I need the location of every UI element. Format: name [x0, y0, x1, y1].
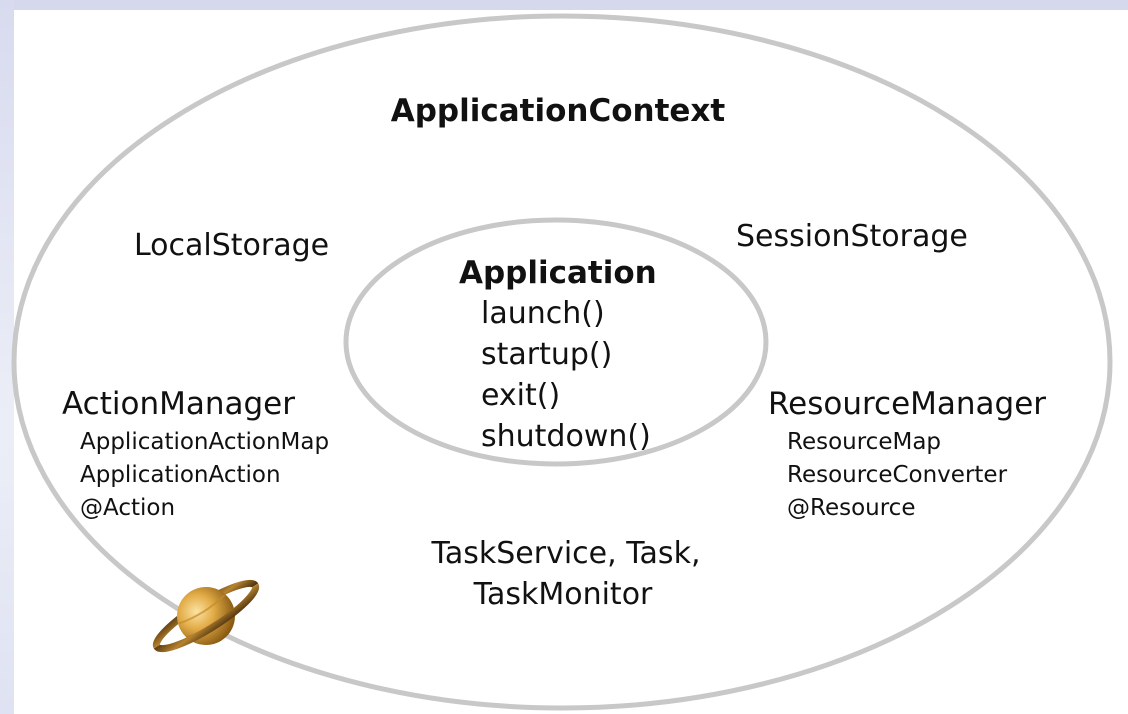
- resource-manager-title: ResourceManager: [768, 386, 1046, 422]
- top-border-band: [0, 0, 1128, 10]
- application-context-title: ApplicationContext: [391, 93, 726, 129]
- left-border-band: [0, 0, 14, 714]
- application-method: shutdown(): [481, 419, 651, 454]
- resource-manager-item: ResourceMap: [787, 429, 941, 455]
- action-manager-item: @Action: [80, 495, 175, 521]
- action-manager-title: ActionManager: [62, 386, 295, 422]
- application-ellipse: [343, 217, 769, 467]
- application-method: startup(): [481, 337, 612, 372]
- task-service-line: TaskService, Task,: [431, 536, 701, 571]
- application-method: launch(): [481, 296, 605, 331]
- task-service-line: TaskMonitor: [473, 577, 653, 612]
- local-storage-label: LocalStorage: [134, 228, 329, 263]
- action-manager-item: ApplicationAction: [80, 462, 281, 488]
- resource-manager-item: ResourceConverter: [787, 462, 1008, 488]
- action-manager-item: ApplicationActionMap: [80, 429, 329, 455]
- application-title: Application: [459, 255, 657, 291]
- application-context-ellipse: [11, 13, 1113, 711]
- resource-manager-item: @Resource: [787, 495, 915, 521]
- application-method: exit(): [481, 378, 560, 413]
- session-storage-label: SessionStorage: [736, 219, 968, 254]
- saturn-planet-icon: [152, 579, 260, 653]
